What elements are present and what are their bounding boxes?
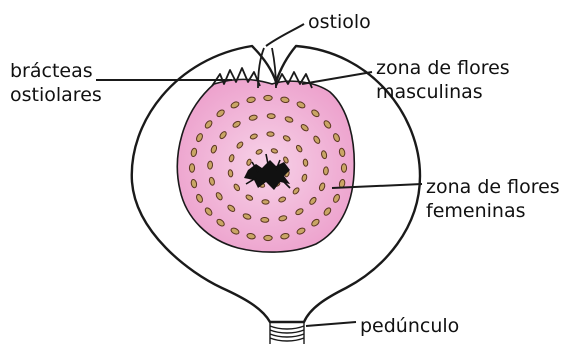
- peduncle-leader: [306, 322, 356, 326]
- ostiolo-leader: [266, 24, 304, 46]
- flower-mark: [261, 217, 269, 222]
- flower-mark: [341, 164, 346, 172]
- flower-mark: [267, 132, 274, 137]
- flower-mark: [189, 164, 194, 172]
- label-masculinas-line1: zona de flores: [376, 57, 510, 79]
- flower-mark: [267, 113, 275, 118]
- label-bracteas-line1: brácteas: [10, 60, 93, 82]
- label-femeninas-line1: zona de flores: [426, 176, 560, 198]
- label-bracteas-line2: ostiolares: [10, 84, 102, 106]
- peduncle-bands: [270, 322, 304, 344]
- flower-mark: [207, 161, 212, 169]
- label-ostiolo: ostiolo: [308, 11, 371, 33]
- label-masculinas-line2: masculinas: [376, 81, 483, 103]
- label-femeninas-line2: femeninas: [426, 200, 525, 222]
- flower-mark: [323, 167, 328, 175]
- flower-mark: [264, 95, 272, 100]
- label-peduncle: pedúnculo: [360, 315, 459, 337]
- flower-mark: [303, 159, 308, 167]
- flower-mark: [262, 199, 269, 204]
- flower-mark: [228, 169, 233, 177]
- flower-mark: [264, 235, 272, 240]
